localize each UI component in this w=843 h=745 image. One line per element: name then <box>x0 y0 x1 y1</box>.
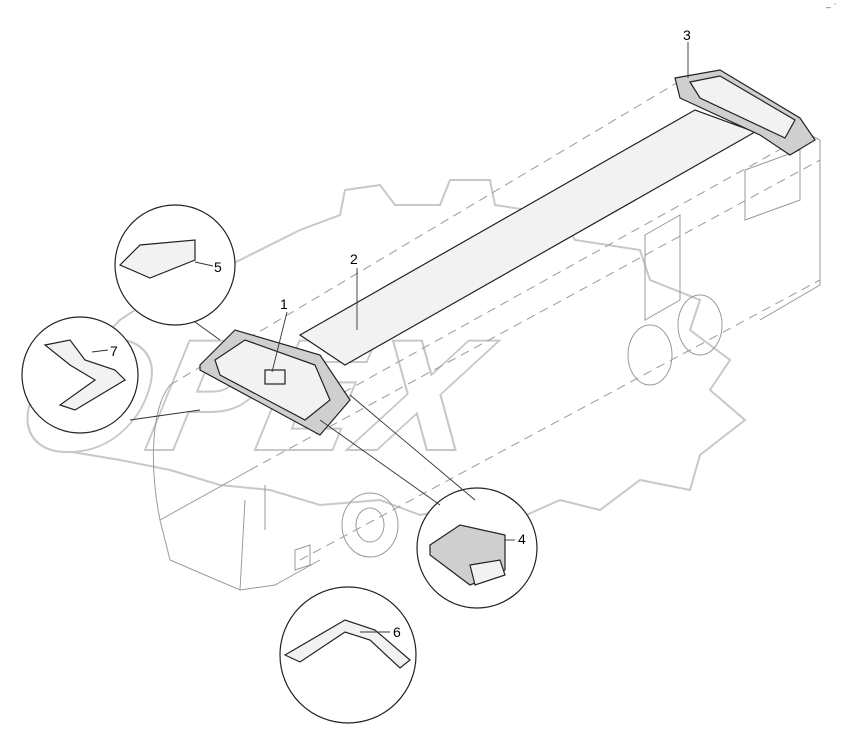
callout-2: 2 <box>350 251 358 267</box>
detail-5 <box>114 204 236 326</box>
detail-6 <box>279 586 417 724</box>
callout-1: 1 <box>280 296 288 312</box>
callout-6: 6 <box>393 624 401 640</box>
corner-mark: ‒ ˊ <box>826 2 837 12</box>
part-1-front-hatch <box>199 329 351 436</box>
leader-lines <box>129 42 689 506</box>
bus-outline <box>152 74 821 591</box>
detail-7 <box>21 316 139 434</box>
callout-7: 7 <box>110 343 118 359</box>
callout-3: 3 <box>683 27 691 43</box>
callout-4: 4 <box>518 531 526 547</box>
callout-5: 5 <box>214 259 222 275</box>
part-3-rear-hatch <box>674 69 816 156</box>
detail-4 <box>416 487 538 609</box>
